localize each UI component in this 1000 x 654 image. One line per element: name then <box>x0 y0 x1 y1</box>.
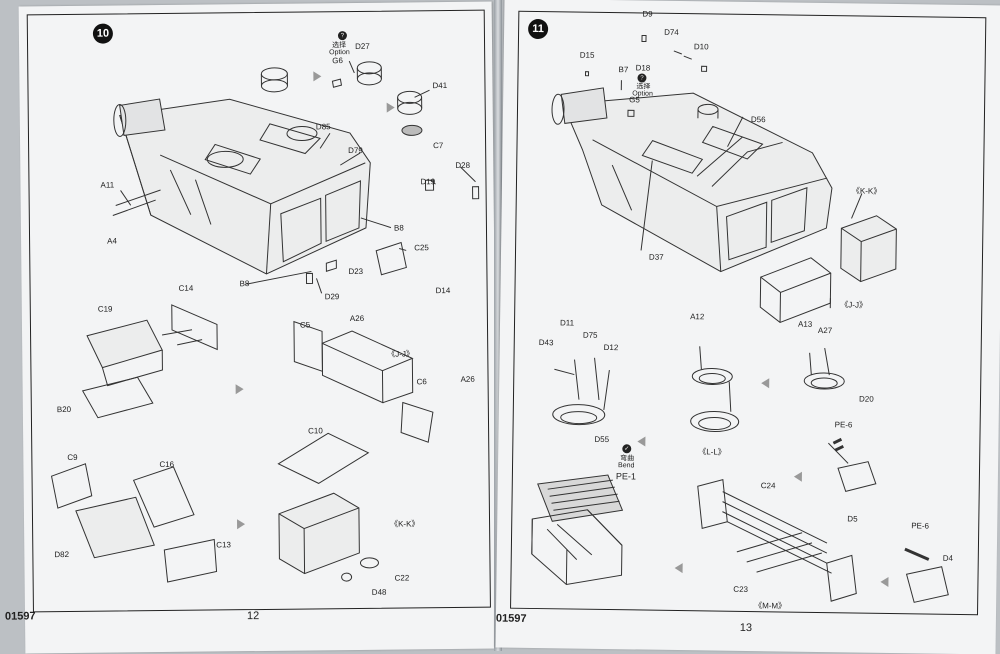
part-a26-right: A26 <box>460 374 475 384</box>
part-d12: D12 <box>603 342 619 353</box>
flow-arrow <box>386 102 395 113</box>
option-icon: ? <box>337 31 347 41</box>
option-icon: ? <box>637 73 647 83</box>
subassembly-jj: 《J-J》 <box>387 349 415 359</box>
subassembly-mm: 《M-M》 <box>754 601 787 611</box>
bend-icon: ✓ <box>622 444 632 454</box>
subassembly-ll: 《L-L》 <box>698 447 726 457</box>
subassembly-kk: 《K-K》 <box>851 186 882 196</box>
part-d27: D27 <box>355 41 370 51</box>
part-c22: C22 <box>394 573 410 583</box>
part-d28: D28 <box>455 160 471 170</box>
part-d9: D9 <box>642 9 653 19</box>
part-a13: A13 <box>797 319 813 329</box>
part-d74: D74 <box>664 27 679 37</box>
part-c16: C16 <box>159 459 175 470</box>
part-d79: D79 <box>348 145 363 156</box>
part-c13: C13 <box>216 540 232 550</box>
part-d41: D41 <box>432 81 448 91</box>
assembly-drawings-step11 <box>531 34 949 603</box>
part-b8: B8 <box>393 223 404 233</box>
part-b20: B20 <box>56 404 72 415</box>
part-pe1: PE-1 <box>615 471 636 482</box>
subassembly-jj: 《J-J》 <box>840 300 868 310</box>
flow-arrow <box>237 519 246 530</box>
part-c9: C9 <box>67 452 78 463</box>
part-d5: D5 <box>847 514 858 524</box>
part-d23: D23 <box>348 266 364 277</box>
footer-code: 01597 <box>4 610 36 623</box>
flow-arrow <box>880 576 889 587</box>
part-g5: G5 <box>629 95 640 105</box>
part-a11: A11 <box>100 180 115 190</box>
part-d11: D11 <box>559 318 575 328</box>
part-a4: A4 <box>107 236 117 246</box>
part-c24: C24 <box>760 481 776 491</box>
part-d18: D18 <box>635 63 651 73</box>
subassembly-kk: 《K-K》 <box>390 519 420 529</box>
bend-en: Bend <box>617 462 635 470</box>
flow-arrow <box>674 562 683 574</box>
part-a27: A27 <box>817 325 833 336</box>
part-c10: C10 <box>308 426 323 436</box>
flow-arrow <box>637 436 646 447</box>
part-d43: D43 <box>538 338 554 348</box>
part-d14: D14 <box>435 285 451 296</box>
part-b8-lower: B8 <box>239 279 250 289</box>
part-d20: D20 <box>858 394 874 404</box>
part-c14: C14 <box>178 283 194 293</box>
part-c25: C25 <box>414 243 429 253</box>
instruction-page-12: 10 <box>5 1 499 654</box>
part-d29: D29 <box>324 292 340 302</box>
instruction-page-13: 11 <box>495 0 1000 654</box>
part-d19: D19 <box>420 177 436 187</box>
page-number: 12 <box>246 610 260 623</box>
part-b7: B7 <box>618 65 629 75</box>
part-d55: D55 <box>594 434 610 445</box>
part-c23: C23 <box>733 584 749 594</box>
assembly-drawings-step10 <box>50 60 480 583</box>
part-pe6-lower: PE-6 <box>911 521 930 531</box>
part-c19: C19 <box>97 304 113 314</box>
part-a12: A12 <box>690 312 705 322</box>
part-d37: D37 <box>648 252 664 262</box>
part-d85: D85 <box>315 122 331 132</box>
page-number: 13 <box>739 621 753 635</box>
part-d75: D75 <box>582 330 598 340</box>
part-a26: A26 <box>349 313 365 324</box>
part-pe6: PE-6 <box>834 420 853 430</box>
part-c6: C6 <box>416 377 427 387</box>
part-d82: D82 <box>54 549 70 560</box>
part-c7: C7 <box>433 141 444 151</box>
part-d48: D48 <box>371 587 387 597</box>
part-d56: D56 <box>750 114 766 125</box>
flow-arrow <box>313 71 322 82</box>
flow-arrow <box>235 384 244 395</box>
part-g6: G6 <box>332 56 343 66</box>
part-c5: C5 <box>299 320 311 330</box>
part-d4: D4 <box>942 553 954 563</box>
flow-arrow <box>793 471 802 482</box>
part-d10: D10 <box>693 42 709 52</box>
book-gutter <box>494 0 502 651</box>
part-d15: D15 <box>579 50 595 60</box>
flow-arrow <box>761 378 770 389</box>
footer-code: 01597 <box>495 612 527 625</box>
